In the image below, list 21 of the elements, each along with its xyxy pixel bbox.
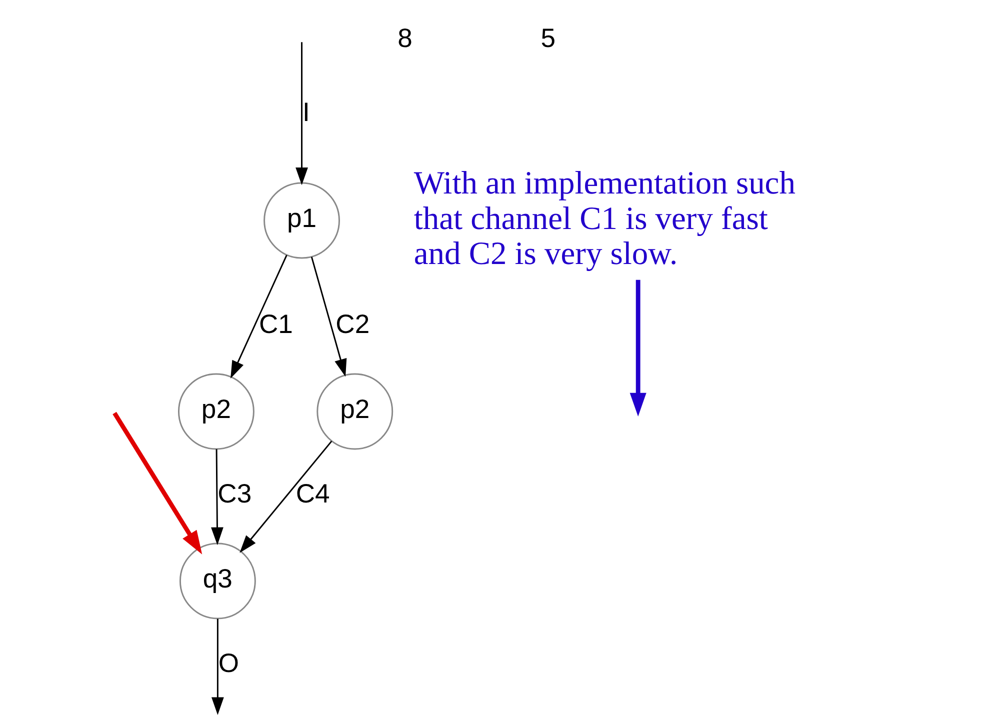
arrow bbox=[210, 618, 224, 715]
node-circle: q3 bbox=[178, 542, 256, 620]
arrow bbox=[210, 449, 223, 546]
arrow bbox=[239, 440, 332, 553]
node-circle: p2 bbox=[178, 373, 254, 450]
label: 5 bbox=[540, 23, 555, 54]
arrow bbox=[629, 280, 646, 416]
edge-label: O bbox=[218, 648, 239, 678]
edge-label: C4 bbox=[295, 478, 330, 509]
arrow bbox=[230, 254, 287, 379]
label: 8 bbox=[397, 23, 412, 54]
arrow bbox=[295, 42, 308, 186]
edge-label: C1 bbox=[258, 309, 292, 340]
edge-label: C3 bbox=[217, 478, 252, 509]
edge-label: C2 bbox=[335, 309, 370, 340]
edge-label: I bbox=[302, 96, 310, 127]
node-text: With an implementation such that channel C1 is very fast and C2 is very slow. bbox=[413, 165, 795, 272]
node-circle: p2 bbox=[316, 373, 393, 450]
arrow bbox=[310, 256, 346, 377]
arrow bbox=[112, 412, 202, 554]
node-circle: p1 bbox=[263, 182, 340, 259]
